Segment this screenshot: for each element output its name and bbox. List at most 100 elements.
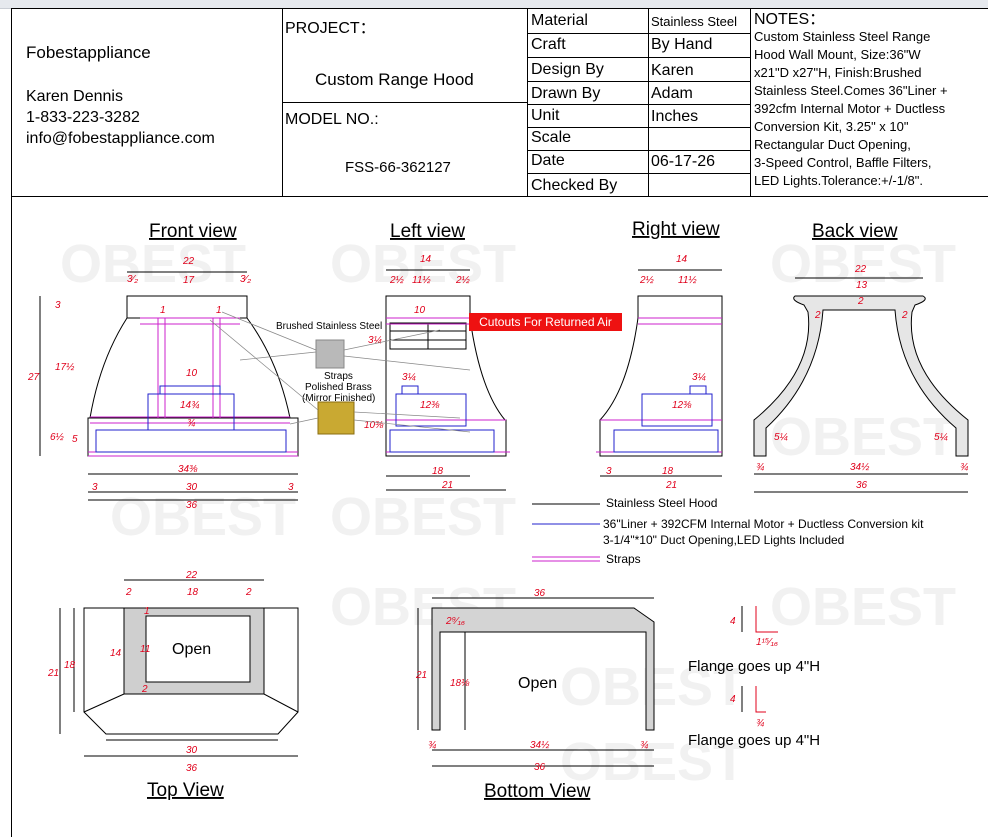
dim-label: 11½	[412, 275, 431, 286]
flange-note-1: Flange goes up 4"H	[688, 658, 820, 675]
tb-row-line	[282, 102, 527, 103]
dim-label: 3⁄₂	[127, 274, 138, 285]
dim-label: 2⁹⁄₁₆	[445, 616, 465, 627]
dim-label: 34½	[530, 740, 550, 751]
right-crown	[637, 295, 723, 319]
notes-line: Custom Stainless Steel Range	[754, 29, 931, 44]
watermark: OBEST	[330, 234, 516, 294]
project-label: PROJECT：	[285, 20, 376, 37]
right-curve	[599, 317, 639, 421]
dim-label: 30	[186, 482, 198, 493]
dim-label: 2½	[455, 275, 471, 286]
top-view-title: Top View	[147, 780, 224, 801]
flange-details	[741, 606, 778, 713]
tb-row-line	[527, 33, 750, 34]
notes-block: NOTES： Custom Stainless Steel Range Hood…	[754, 12, 986, 190]
bottom-view-drawing	[417, 597, 655, 767]
tb-col-line	[527, 8, 528, 196]
model-value: FSS-66-362127	[345, 159, 451, 176]
leader-line	[221, 311, 317, 351]
cutouts-callout: Cutouts For Returned Air	[469, 313, 622, 331]
field-label: Unit	[531, 107, 560, 124]
front-view-title: Front view	[149, 221, 237, 242]
dim-label: 2	[901, 310, 908, 321]
dim-label: ¾	[756, 718, 764, 729]
field-label: Material	[531, 12, 588, 29]
dim-label: 1	[144, 606, 150, 617]
dim-label: 14	[420, 254, 432, 265]
watermark: OBEST	[330, 487, 516, 547]
liner-box	[395, 393, 467, 427]
field-value: By Hand	[651, 36, 713, 53]
dim-label: 11	[140, 644, 150, 655]
dim-label: 21	[665, 480, 677, 491]
flange-profile-2	[755, 686, 766, 713]
dim-label: 3	[606, 466, 612, 477]
tb-col-line	[750, 8, 751, 196]
dim-label: 21	[441, 480, 453, 491]
legend-label: 36"Liner + 392CFM Internal Motor + Ductl…	[603, 517, 924, 531]
legend-label: 3-1/4"*10" Duct Opening,LED Lights Inclu…	[603, 533, 844, 547]
left-view-drawing	[385, 269, 510, 491]
company-name: Fobestappliance	[26, 43, 151, 62]
dim-label: 36	[534, 588, 546, 599]
liner-box	[95, 429, 287, 453]
back-frame-profile	[753, 295, 969, 457]
bottom-view-title: Bottom View	[484, 781, 591, 802]
dim-label: 3⁄₂	[240, 274, 251, 285]
legend-label: Stainless Steel Hood	[606, 496, 717, 510]
front-view-drawing	[39, 271, 299, 501]
polished-brass-swatch	[317, 401, 355, 435]
notes-line: Hood Wall Mount, Size:36"W	[754, 47, 921, 62]
tb-row-line	[527, 57, 750, 58]
dim-label: 2	[857, 296, 864, 307]
field-label: Scale	[531, 129, 572, 146]
notes-line: LED Lights.Tolerance:+/-1/8".	[754, 173, 924, 188]
dim-label: 5¼	[934, 431, 948, 443]
leader-line	[289, 417, 319, 425]
dim-label: 22	[185, 570, 198, 581]
dim-label: 14	[676, 254, 688, 265]
dim-label: 18	[64, 660, 76, 671]
leader-line	[343, 355, 471, 371]
leader-line	[353, 419, 471, 433]
leader-line	[209, 319, 319, 411]
dim-label: 6½	[50, 432, 65, 443]
mirror-label: (Mirror Finished)	[302, 393, 375, 404]
left-dimensions: 14 11½ 2½ 2½ 10 3¼ 3¼ 12⅜ 10⅜ 18 21	[364, 254, 471, 491]
brushed-label: Brushed Stainless Steel	[276, 321, 382, 332]
dim-label: 36	[534, 762, 546, 773]
dim-label: 21	[415, 670, 427, 681]
left-view-title: Left view	[390, 221, 465, 242]
front-curve	[89, 317, 291, 419]
field-label: Design By	[531, 61, 604, 78]
top-open	[145, 615, 251, 683]
back-dimensions: 22 13 2 2 2 5¼ 5¼ ¾ ¾ 34½ 36	[756, 264, 968, 491]
duct-box	[159, 385, 221, 395]
dim-label: ¾	[428, 740, 436, 751]
drawing-frame	[11, 8, 988, 837]
project-value: Custom Range Hood	[315, 70, 474, 89]
tb-row-line	[527, 127, 750, 128]
dim-label: 3¼	[692, 371, 706, 383]
legend-label: Straps	[606, 552, 641, 566]
right-base	[599, 419, 723, 457]
flange-profile-1	[755, 606, 778, 633]
dim-label: 34⅜	[178, 464, 198, 475]
contact-email[interactable]: info@fobestappliance.com	[26, 130, 215, 147]
dim-label: ¾	[960, 462, 968, 473]
tb-row-line	[527, 150, 750, 151]
field-label: Date	[531, 152, 565, 169]
dim-label: 3	[288, 482, 294, 493]
notes-line: 3-Speed Control, Baffle Filters,	[754, 155, 932, 170]
dim-label: ¾	[640, 740, 648, 751]
liner-box	[613, 429, 719, 453]
dim-label: ¾	[187, 418, 195, 429]
field-value: 06-17-26	[651, 153, 716, 170]
dim-label: 18⅛	[450, 678, 470, 689]
title-block-divider	[11, 196, 988, 197]
watermark: OBEST	[770, 234, 956, 294]
dim-label: 2	[125, 587, 132, 598]
top-view-drawing	[59, 579, 299, 757]
field-label: Checked By	[531, 177, 618, 194]
